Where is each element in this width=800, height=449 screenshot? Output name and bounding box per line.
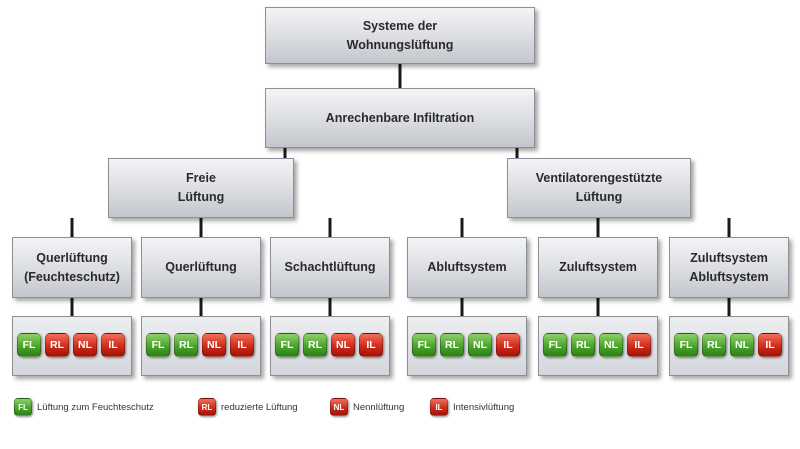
legend-label: reduzierte Lüftung [221,401,298,413]
badge-fl: FL [412,333,436,357]
badge-fl: FL [275,333,299,357]
legend-item-il: IL Intensivlüftung [430,397,514,417]
badge-il: IL [359,333,383,357]
badge-rl: RL [440,333,464,357]
fan-ventilation-node: Ventilatorengestützte Lüftung [507,158,691,218]
infiltration-node: Anrechenbare Infiltration [265,88,535,148]
badge-nl: NL [73,333,97,357]
badge-il: IL [496,333,520,357]
badge-rl: RL [174,333,198,357]
leaf-node: Querlüftung (Feuchteschutz) [12,237,132,298]
legend-label: Lüftung zum Feuchteschutz [37,401,154,413]
leaf-node: Abluftsystem [407,237,527,298]
nl-badge-icon: NL [330,398,348,416]
badge-fl: FL [543,333,567,357]
badge-nl: NL [331,333,355,357]
root-node: Systeme der Wohnungslüftung [265,7,535,64]
leaf-node: Querlüftung [141,237,261,298]
legend-label: Nennlüftung [353,401,405,413]
fl-badge-icon: FL [14,398,32,416]
badge-nl: NL [202,333,226,357]
badge-fl: FL [17,333,41,357]
il-badge-icon: IL [430,398,448,416]
badge-rl: RL [571,333,595,357]
badge-nl: NL [468,333,492,357]
badge-fl: FL [674,333,698,357]
rl-badge-icon: RL [198,398,216,416]
badge-il: IL [627,333,651,357]
badge-il: IL [758,333,782,357]
legend-item-rl: RL reduzierte Lüftung [198,397,298,417]
badge-nl: NL [599,333,623,357]
leaf-node: Schachtlüftung [270,237,390,298]
badge-rl: RL [45,333,69,357]
free-ventilation-node: Freie Lüftung [108,158,294,218]
badge-il: IL [101,333,125,357]
legend-item-nl: NL Nennlüftung [330,397,404,417]
legend-item-fl: FL Lüftung zum Feuchteschutz [14,397,154,417]
badge-rl: RL [303,333,327,357]
badge-nl: NL [730,333,754,357]
leaf-node: Zuluftsystem [538,237,658,298]
leaf-node: Zuluftsystem Abluftsystem [669,237,789,298]
badge-il: IL [230,333,254,357]
legend-label: Intensivlüftung [453,401,515,413]
badge-fl: FL [146,333,170,357]
badge-rl: RL [702,333,726,357]
